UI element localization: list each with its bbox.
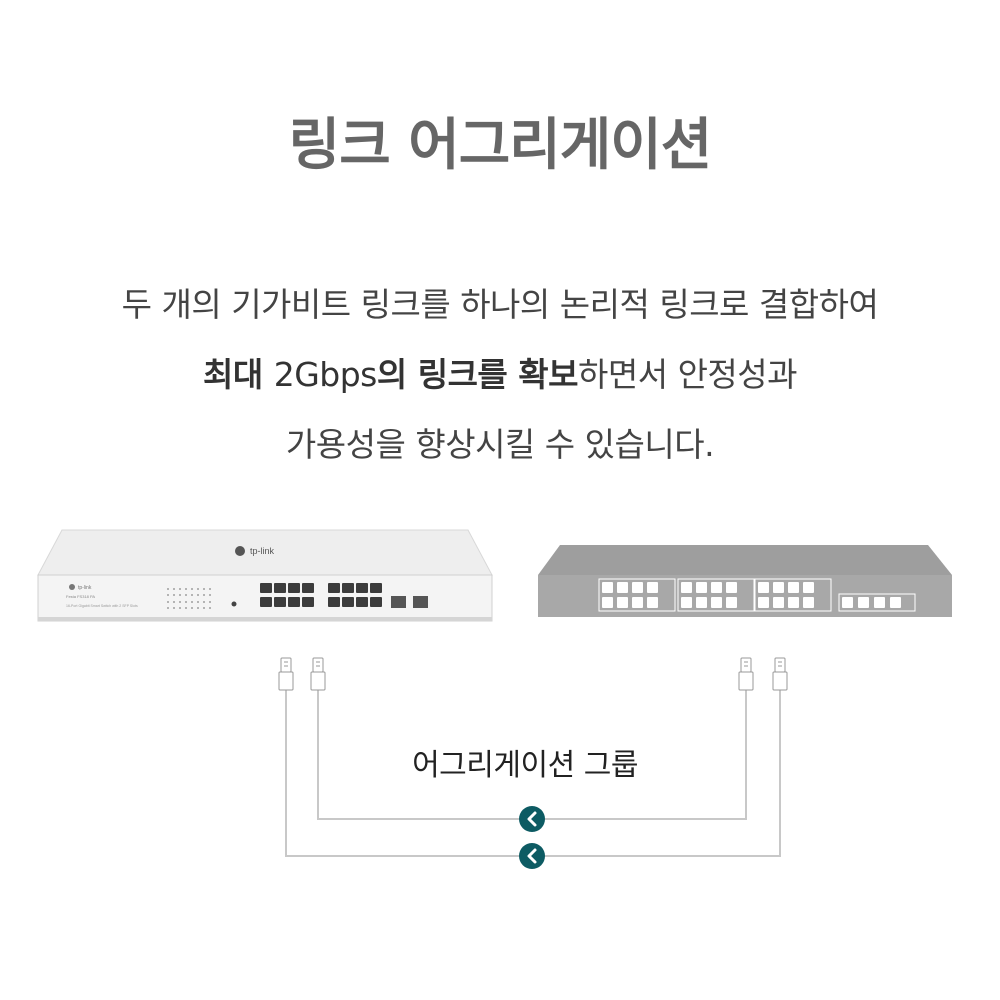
led-panel [167, 588, 211, 609]
page-title: 링크 어그리게이션 [288, 113, 713, 178]
description-line-2-rest: 하면서 안정성과 [578, 355, 798, 394]
cable-plugs [278, 657, 788, 691]
left-arrow-icon-2 [519, 843, 545, 869]
sfp-port-1 [391, 596, 406, 608]
description-line-1: 두 개의 기가비트 링크를 하나의 논리적 링크로 결합하여 [121, 285, 879, 324]
description-line-3: 가용성을 향상시킬 수 있습니다. [285, 425, 715, 464]
front-logo-icon [69, 584, 75, 590]
tp-link-logo-text: tp-link [250, 546, 275, 556]
description: 두 개의 기가비트 링크를 하나의 논리적 링크로 결합하여 최대 2Gbps의… [0, 270, 1000, 480]
left-arrow-icon-1 [519, 806, 545, 832]
sfp-port-2 [413, 596, 428, 608]
front-brand-text: tp-link [78, 585, 92, 591]
highlight-secure-link: 의 링크를 확보 [376, 355, 579, 394]
tp-link-switch: tp-link tp-link Festa FS318 PA 16-Port G… [37, 529, 493, 622]
port-group-frames [598, 578, 916, 612]
highlight-max: 최대 [202, 355, 274, 394]
rj45-ports [260, 583, 382, 607]
model-subtext: 16-Port Gigabit Smart Switch with 2 SFP … [66, 604, 138, 608]
description-line-2: 최대 2Gbps의 링크를 확보하면서 안정성과 [0, 340, 1000, 410]
model-text: Festa FS318 PA [66, 594, 95, 599]
highlight-speed: 2Gbps [273, 355, 378, 394]
generic-switch [538, 545, 952, 617]
tp-link-logo: tp-link [235, 546, 275, 556]
switch-ports [602, 582, 901, 608]
aggregation-group-label: 어그리게이션 그룹 [412, 748, 638, 783]
rj45-plug-icon [278, 657, 294, 691]
reset-button [231, 601, 237, 607]
